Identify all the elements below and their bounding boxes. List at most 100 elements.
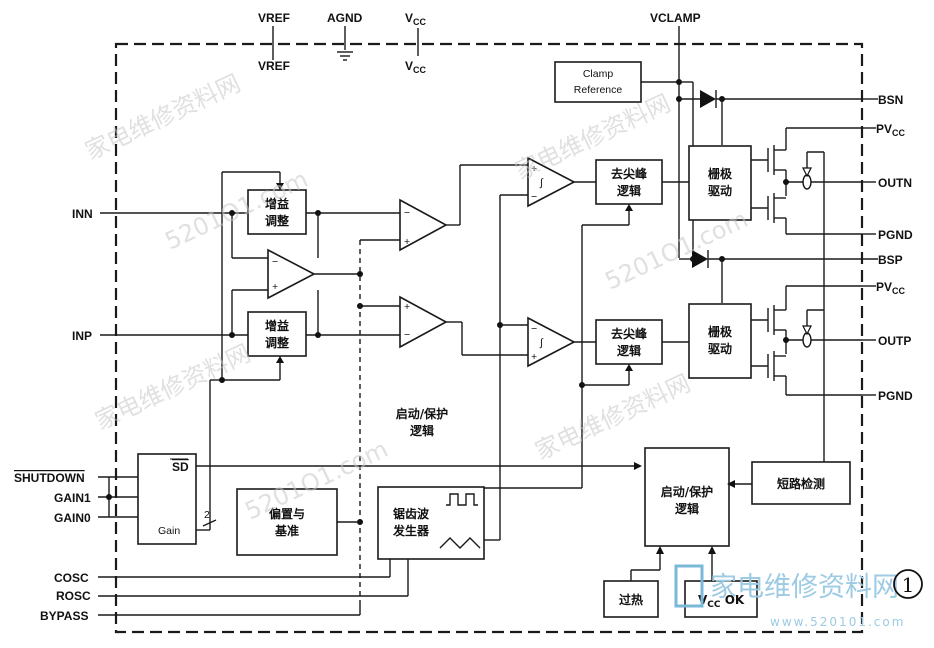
footer-url-text: www.520101.com bbox=[770, 615, 905, 629]
pin-gain0: GAIN0 bbox=[54, 511, 91, 525]
deglitch-1-label-2: 逻辑 bbox=[617, 183, 641, 198]
svg-text:−: − bbox=[531, 191, 537, 203]
svg-text:+: + bbox=[531, 163, 537, 175]
vcc-ok-tail: OK bbox=[721, 593, 745, 607]
pin-vcc-bottom: V bbox=[405, 59, 413, 73]
pin-inp: INP bbox=[72, 329, 92, 343]
pin-gain1: GAIN1 bbox=[54, 491, 91, 505]
pin-bsp: BSP bbox=[878, 253, 903, 267]
startup-protection-box-label-1: 启动/保护 bbox=[661, 484, 713, 499]
ramp-generator-label-2: 发生器 bbox=[392, 523, 430, 538]
triangle-wave-icon bbox=[439, 537, 481, 549]
figure-number: 1 bbox=[902, 573, 915, 597]
svg-text:+: + bbox=[404, 301, 410, 313]
gate-drive-1-label-2: 驱动 bbox=[708, 184, 732, 198]
gain-control-bits-label: 2 bbox=[204, 509, 210, 521]
startup-protection-label-1: 启动/保护 bbox=[396, 406, 448, 421]
pin-shutdown: SHUTDOWN bbox=[14, 471, 85, 485]
gain-adjust-1-label-2: 调整 bbox=[265, 213, 289, 228]
gain-adjust-block-2 bbox=[247, 311, 307, 357]
svg-text:+: + bbox=[272, 281, 278, 293]
svg-text:−: − bbox=[272, 256, 278, 268]
comparator-1 bbox=[527, 156, 576, 208]
pin-vclamp: VCLAMP bbox=[650, 11, 701, 25]
pin-pvcc-2-sub: CC bbox=[892, 286, 905, 296]
output-stage-p-icon bbox=[751, 285, 862, 396]
pin-outp: OUTP bbox=[878, 334, 911, 348]
svg-text:PVCC: PVCC bbox=[876, 122, 906, 138]
bias-reference-block bbox=[236, 488, 338, 556]
pin-bypass: BYPASS bbox=[40, 609, 88, 623]
pin-pgnd-2: PGND bbox=[878, 389, 913, 403]
square-wave-icon bbox=[446, 493, 478, 506]
pin-pgnd-1: PGND bbox=[878, 228, 913, 242]
clamp-reference-label-1: Clamp bbox=[583, 68, 614, 80]
svg-text:VCC: VCC bbox=[405, 59, 427, 75]
pin-vref-bottom: VREF bbox=[258, 59, 290, 73]
pin-pvcc-1-sub: CC bbox=[892, 128, 905, 138]
buffer-opamp bbox=[267, 248, 316, 300]
diode-bsn-icon bbox=[700, 90, 716, 108]
pin-bsn: BSN bbox=[878, 93, 903, 107]
svg-text:−: − bbox=[404, 207, 410, 219]
pin-vcc-bottom-sub: CC bbox=[413, 65, 426, 75]
short-circuit-detect-block bbox=[751, 461, 851, 505]
logo-bracket-icon bbox=[674, 564, 704, 608]
pin-pvcc-2: PV bbox=[876, 280, 892, 294]
over-temperature-label: 过热 bbox=[619, 592, 643, 607]
clamp-reference-block bbox=[554, 61, 642, 103]
pin-cosc: COSC bbox=[54, 571, 89, 585]
pin-vcc-top: V bbox=[405, 11, 413, 25]
ramp-generator-label-1: 锯齿波 bbox=[393, 506, 430, 521]
vcc-ok-sub: CC bbox=[707, 600, 721, 610]
gain-adjust-block-1 bbox=[247, 189, 307, 235]
deglitch-2-label-2: 逻辑 bbox=[617, 343, 641, 358]
gain-adjust-1-label-1: 增益 bbox=[265, 196, 289, 211]
footer-logo: 家电维修资料网 www.520101.com 1 bbox=[674, 564, 923, 629]
short-circuit-detect-label: 短路检测 bbox=[777, 476, 825, 491]
svg-text:PVCC: PVCC bbox=[876, 280, 906, 296]
output-stage-n-icon bbox=[751, 127, 862, 445]
pin-vref-top: VREF bbox=[258, 11, 290, 25]
svg-text:+: + bbox=[531, 351, 537, 363]
pin-vcc-top-sub: CC bbox=[413, 17, 426, 27]
clamp-reference-label-2: Reference bbox=[574, 84, 623, 96]
gate-drive-block-1 bbox=[688, 145, 752, 221]
svg-text:∫: ∫ bbox=[539, 337, 544, 349]
startup-protection-box-label-2: 逻辑 bbox=[675, 501, 699, 516]
deglitch-2-label-1: 去尖峰 bbox=[611, 326, 648, 341]
diode-bsp-icon bbox=[692, 250, 708, 268]
svg-text:∫: ∫ bbox=[539, 177, 544, 189]
ground-icon bbox=[337, 26, 353, 61]
gate-drive-2-label-1: 栅极 bbox=[708, 324, 733, 339]
watermark-site-2: 5201O1.com bbox=[601, 205, 753, 296]
footer-brand-text: 家电维修资料网 bbox=[710, 572, 899, 603]
svg-text:VCC: VCC bbox=[405, 11, 427, 27]
comparator-2 bbox=[527, 316, 576, 368]
gain-control-sd-label: SD bbox=[172, 460, 189, 474]
svg-text:−: − bbox=[531, 323, 537, 335]
startup-protection-block bbox=[644, 447, 730, 547]
pin-inn: INN bbox=[72, 207, 93, 221]
watermark-brand-1: 家电维修资料网 bbox=[81, 69, 245, 165]
pin-pvcc-1: PV bbox=[876, 122, 892, 136]
startup-protection-label-2: 逻辑 bbox=[410, 423, 434, 438]
gain-adjust-2-label-2: 调整 bbox=[265, 335, 289, 350]
deglitch-1-label-1: 去尖峰 bbox=[611, 166, 648, 181]
deglitch-logic-block-2 bbox=[595, 319, 663, 365]
bias-reference-label-2: 基准 bbox=[274, 523, 299, 538]
gain-control-block bbox=[137, 453, 197, 545]
bias-reference-label-1: 偏置与 bbox=[269, 506, 305, 521]
pin-rosc: ROSC bbox=[56, 589, 91, 603]
gain-control-gain-label: Gain bbox=[158, 525, 180, 537]
pin-outn: OUTN bbox=[878, 176, 912, 190]
pin-agnd: AGND bbox=[327, 11, 363, 25]
gate-drive-block-2 bbox=[688, 303, 752, 379]
over-temperature-block bbox=[603, 580, 659, 618]
integrator-opamp-1 bbox=[399, 198, 448, 252]
integrator-opamp-2 bbox=[399, 295, 448, 349]
gain-adjust-2-label-1: 增益 bbox=[265, 318, 289, 333]
svg-text:−: − bbox=[404, 329, 410, 341]
figure-number-circle bbox=[893, 569, 923, 599]
